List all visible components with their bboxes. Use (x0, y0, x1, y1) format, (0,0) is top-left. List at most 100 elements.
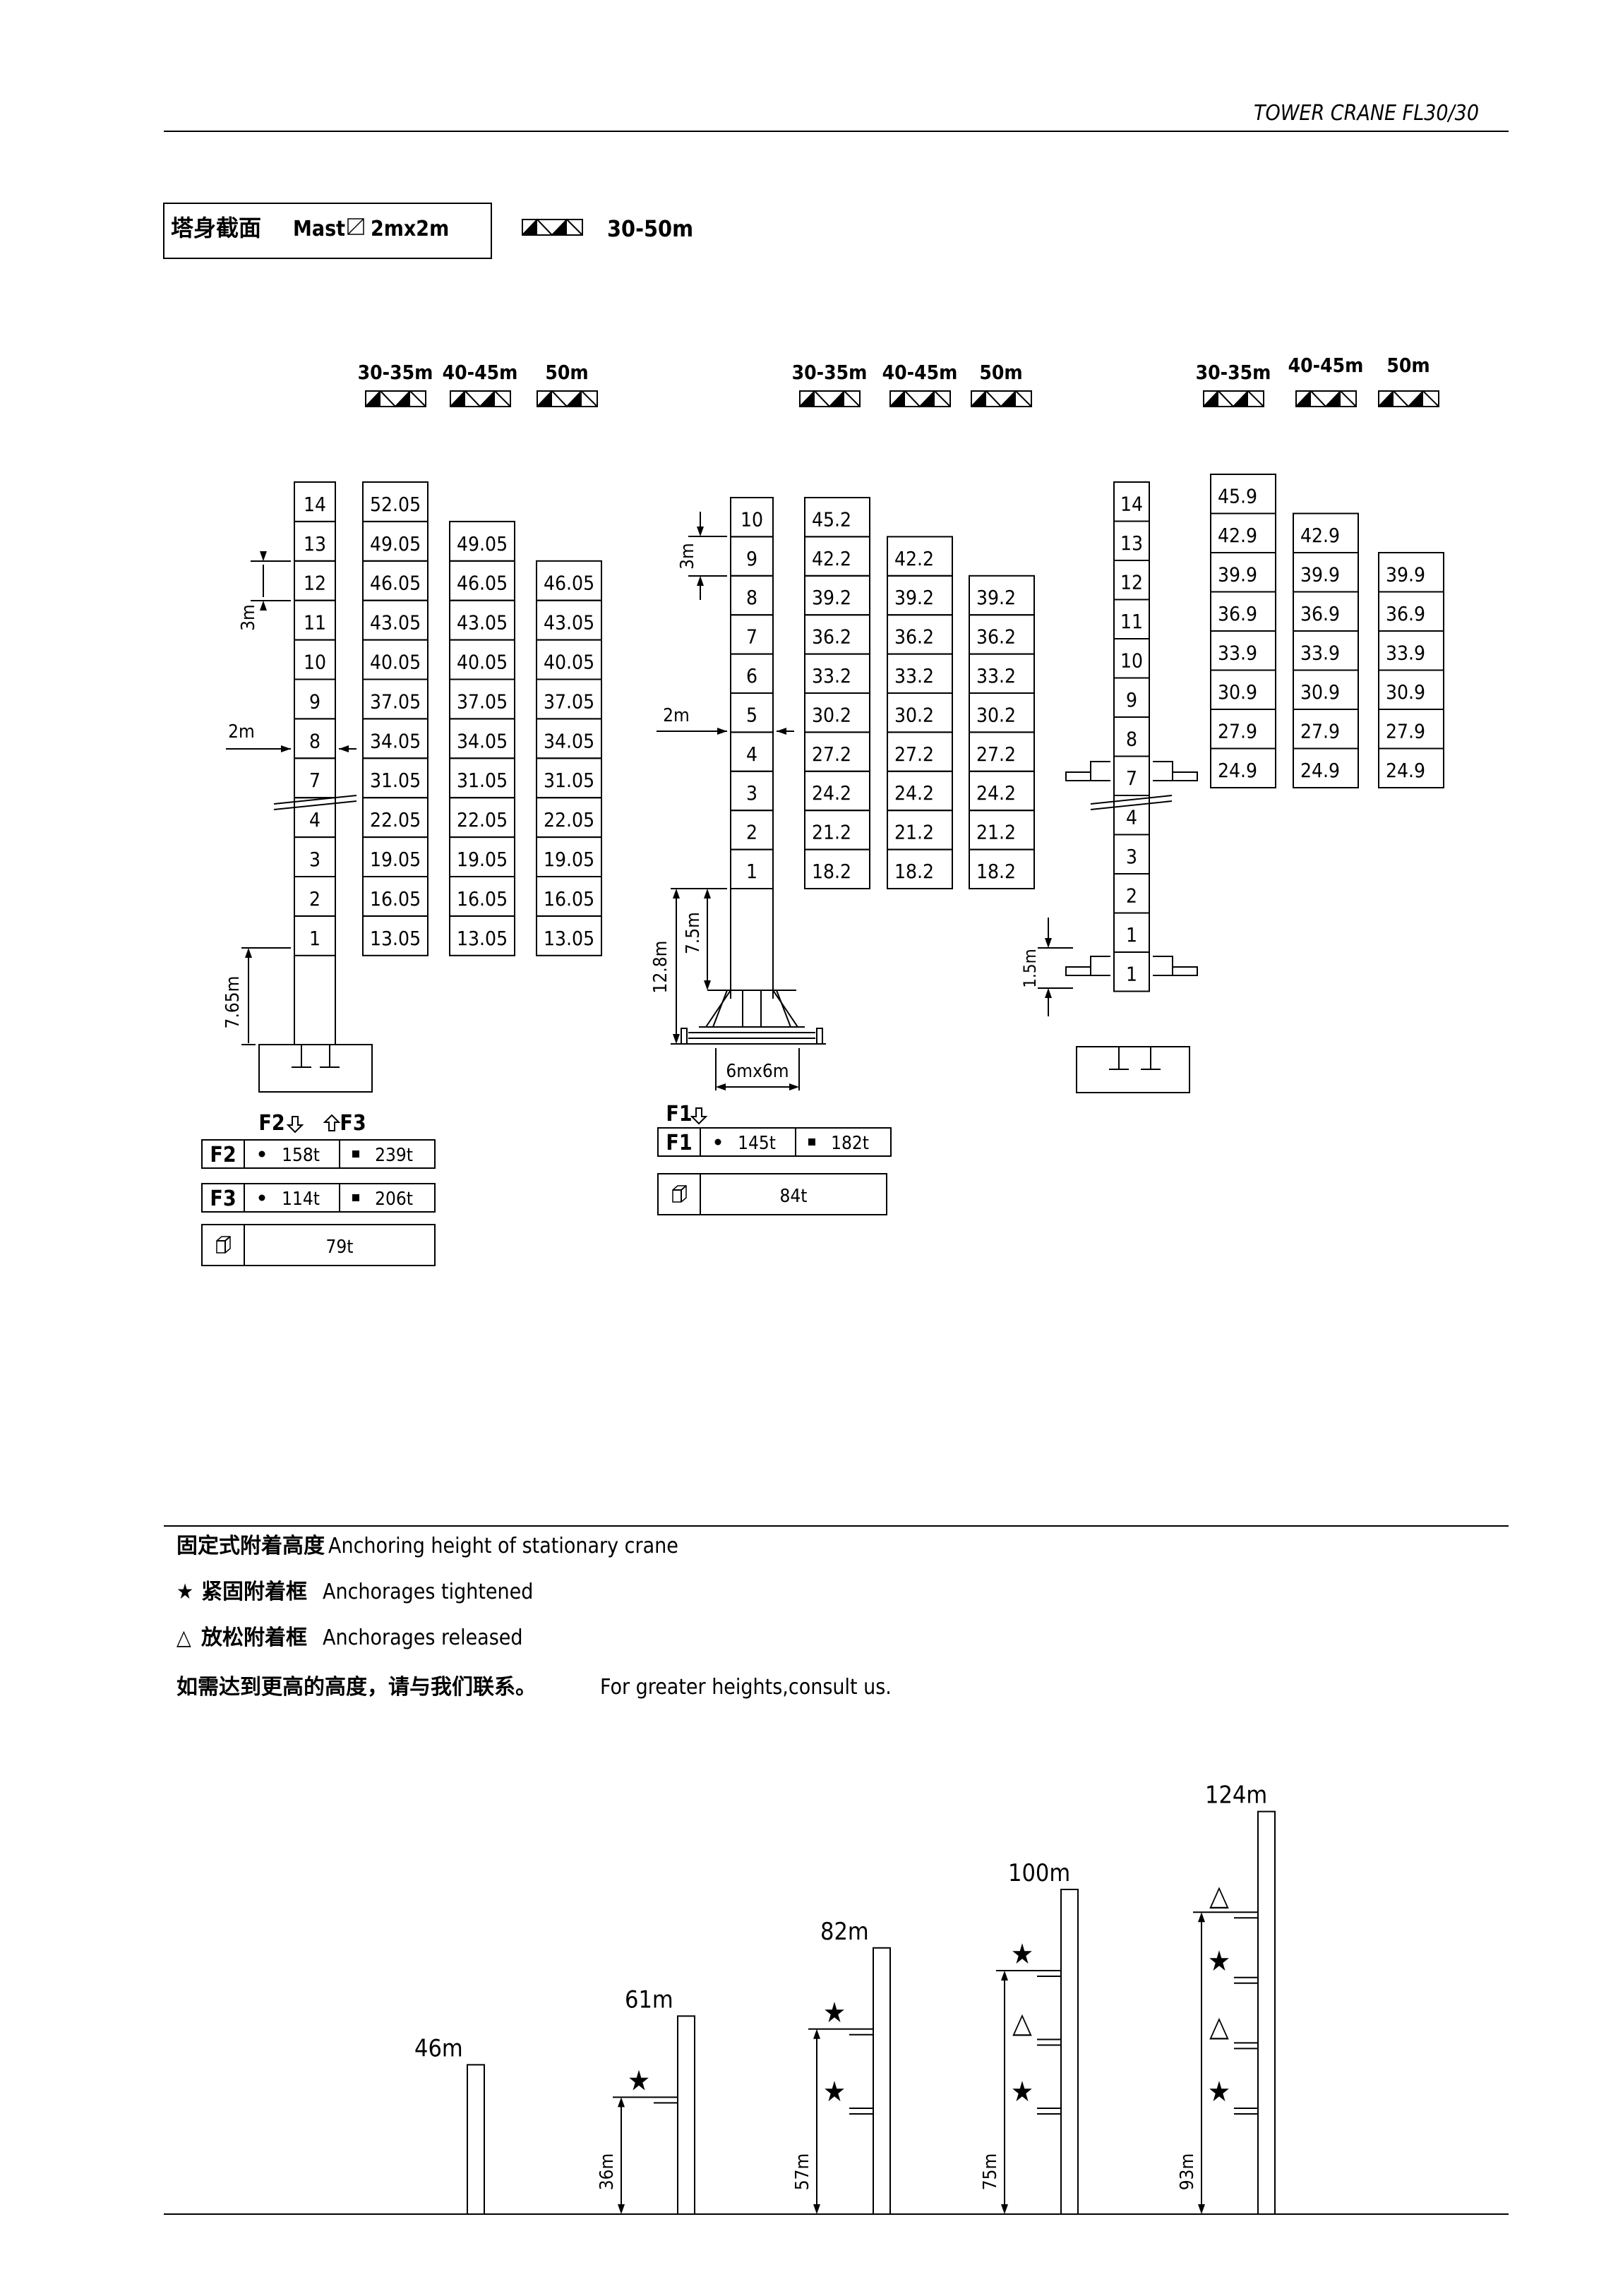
jib-range: 30-50m (607, 215, 693, 242)
arrow-icon (704, 980, 711, 990)
bullet-square-icon (808, 1138, 815, 1146)
section-number: 2 (1126, 884, 1137, 908)
col-50m-value: 27.9 (1386, 720, 1425, 743)
tight-label-cn: 紧固附着框 (201, 1580, 307, 1604)
break-line (1090, 800, 1173, 810)
col-30-35m-value: 49.05 (370, 532, 421, 555)
col-40-45m-value: 22.05 (457, 808, 508, 831)
col-40-45m-value: 30.2 (894, 703, 934, 726)
col-30-35m-value: 33.9 (1218, 642, 1257, 665)
load-value: 145t (738, 1133, 776, 1154)
base-dim-label: 7.65m (222, 976, 244, 1029)
bullet-square-icon (352, 1194, 359, 1201)
arrow-icon (697, 576, 704, 586)
outrigger-pad (681, 1028, 688, 1045)
col-30-35m-value: 39.9 (1218, 563, 1257, 587)
section-number: 1 (1126, 963, 1137, 986)
section-number: 7 (1126, 767, 1137, 790)
value-cell (1210, 747, 1276, 788)
col-50m-value: 24.9 (1386, 759, 1425, 782)
jib-icon (1203, 390, 1264, 407)
anchoring-title-en: Anchoring height of stationary crane (328, 1534, 678, 1558)
jib-icon (522, 219, 583, 236)
arrow-icon (697, 527, 704, 536)
tower-mast (1060, 1889, 1079, 2215)
section-cell (730, 848, 774, 889)
section-number: 9 (309, 690, 320, 713)
value-cell (969, 848, 1035, 889)
width-dim-label: 2m (228, 721, 255, 743)
section-cell (1113, 951, 1150, 992)
anchor-bracket-icon (1153, 761, 1198, 781)
force-f3-label: F3 (340, 1111, 366, 1136)
col-40-45m-value: 34.05 (457, 729, 508, 752)
arrow-icon (339, 745, 349, 752)
tower-height-label: 46m (414, 2034, 463, 2062)
arrow-down-icon (286, 1116, 304, 1134)
arrow-icon (1198, 1912, 1205, 1923)
section-number: 13 (1120, 531, 1143, 555)
arrow-icon (1198, 2204, 1205, 2214)
col-30-35m-value: 30.2 (812, 703, 851, 726)
col-30-35m-value: 42.9 (1218, 524, 1257, 547)
section-number: 9 (746, 547, 757, 570)
triangle-icon: △ (1012, 2007, 1032, 2040)
col-30-35m-value: 43.05 (370, 611, 421, 635)
jib-icon (971, 390, 1032, 407)
section-number: 12 (1120, 571, 1143, 594)
ballast-row (201, 1224, 436, 1266)
anchor-dim-label: 75m (980, 2153, 1001, 2191)
jib-length-header: 50m (979, 361, 1022, 384)
load-value: 182t (831, 1133, 869, 1154)
section-number: 4 (746, 743, 757, 766)
col-40-45m-value: 18.2 (894, 860, 934, 883)
col-50m-value: 34.05 (544, 729, 594, 752)
section-number: 1 (1126, 923, 1137, 946)
star-icon: ★ (1208, 2076, 1230, 2108)
star-icon: ★ (1208, 1945, 1230, 1978)
arrow-icon (717, 728, 727, 735)
jib-length-header: 30-35m (792, 361, 868, 384)
section-number: 3 (746, 781, 757, 805)
anchor-bracket-icon (1065, 761, 1110, 781)
jib-icon (365, 390, 426, 407)
section-number: 1 (746, 860, 757, 883)
col-50m-value: 18.2 (976, 860, 1016, 883)
col-40-45m-value: 42.9 (1300, 524, 1340, 547)
arrow-icon (1001, 1971, 1008, 1981)
value-cell (887, 848, 953, 889)
section-number: 9 (1126, 688, 1137, 711)
section-number: 5 (746, 703, 757, 726)
jib-icon (799, 390, 861, 407)
section-number: 10 (1120, 649, 1143, 673)
force-f2-label: F2 (258, 1111, 284, 1136)
col-40-45m-value: 30.9 (1300, 680, 1340, 704)
col-50m-value: 43.05 (544, 611, 594, 635)
col-50m-value: 39.9 (1386, 563, 1425, 587)
triangle-icon: △ (1209, 1880, 1229, 1912)
col-30-35m-value: 46.05 (370, 572, 421, 595)
page-title: TOWER CRANE FL30/30 (1254, 101, 1479, 126)
tower-height-label: 82m (820, 1918, 869, 1946)
jib-length-header: 30-35m (1196, 361, 1271, 384)
released-label-en: Anchorages released (323, 1625, 523, 1650)
ballast-value: 84t (780, 1186, 808, 1207)
arrow-down-icon (690, 1107, 708, 1125)
col-50m-value: 37.05 (544, 690, 594, 713)
star-icon: ★ (1011, 1938, 1033, 1971)
arrow-icon (813, 2028, 820, 2039)
contact-note-cn: 如需达到更高的高度，请与我们联系。 (176, 1675, 537, 1700)
col-50m-value: 19.05 (544, 848, 594, 871)
load-table-row (201, 1183, 436, 1213)
arrow-icon (245, 948, 252, 958)
section-number: 8 (309, 729, 320, 752)
square-section-icon (347, 218, 364, 235)
col-30-35m-value: 52.05 (370, 493, 421, 516)
col-50m-value: 24.2 (976, 781, 1016, 805)
col-40-45m-value: 24.2 (894, 781, 934, 805)
load-label: F2 (210, 1143, 236, 1167)
